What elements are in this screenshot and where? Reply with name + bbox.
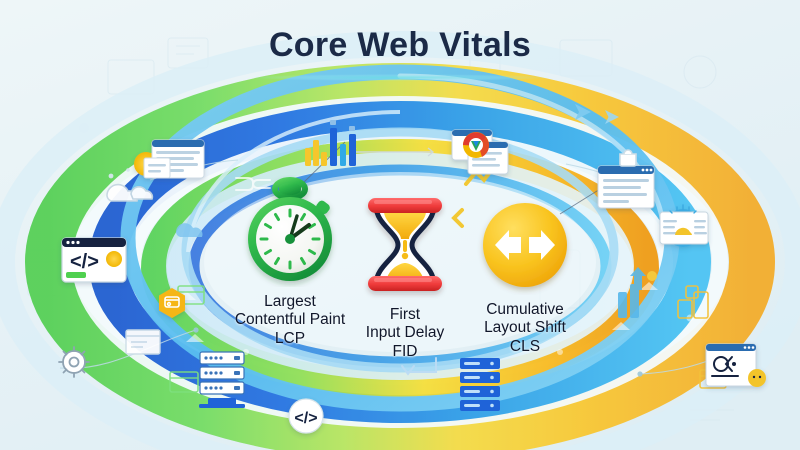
hourglass-icon (368, 198, 442, 291)
chrome-browser-badge-icon (451, 129, 509, 175)
hexagon-badge-icon (159, 288, 185, 318)
code-window-card-icon: </> (61, 237, 127, 283)
metric-line2: Layout Shift (484, 319, 566, 337)
stopwatch-icon (248, 177, 332, 281)
metric-lcp[interactable]: Largest Contentful Paint LCP (215, 175, 365, 348)
flow-arrow-icon (575, 104, 591, 120)
bar-chart-icon (305, 120, 356, 166)
weather-dashboard-card-icon (659, 204, 709, 247)
metric-fid[interactable]: First Input Delay FID (330, 190, 480, 361)
server-rack-icon (460, 358, 500, 411)
analytics-window-icon (705, 343, 766, 387)
metric-cls[interactable]: Cumulative Layout Shift CLS (450, 195, 600, 356)
cloud-glyph-icon (176, 223, 203, 237)
title-glow (250, 74, 550, 81)
metric-line1: Largest (264, 293, 316, 310)
svg-text:</>: </> (294, 410, 317, 427)
metric-label-cls: Cumulative Layout Shift CLS (450, 301, 600, 356)
metric-line1: First (389, 306, 421, 323)
metric-abbr: FID (392, 342, 418, 360)
chrome-logo-icon (463, 132, 490, 158)
metric-line2: Input Delay (365, 324, 445, 342)
cloud-icon (106, 168, 154, 202)
gear-icon (58, 346, 90, 378)
svg-text:</>: </> (70, 251, 99, 273)
code-circle-badge-icon: </> (288, 398, 324, 434)
metric-line1: Cumulative (486, 301, 564, 318)
metric-abbr: LCP (274, 329, 306, 347)
browser-window-card-icon (134, 139, 205, 179)
metric-abbr: CLS (509, 337, 541, 355)
page-title-text: Core Web Vitals (268, 26, 532, 64)
metric-label-fid: First Input Delay FID (330, 306, 480, 361)
bag-icon (619, 149, 637, 167)
layout-shift-arrows-icon (483, 203, 567, 287)
metric-line2: Contentful Paint (234, 311, 346, 329)
upload-building-icon (618, 267, 657, 318)
note-card-icon (125, 329, 161, 355)
page-title: Core Web Vitals (0, 26, 800, 65)
server-rack-icon (199, 351, 245, 408)
metric-label-lcp: Largest Contentful Paint LCP (215, 293, 365, 348)
browser-window-card-icon (597, 165, 655, 209)
